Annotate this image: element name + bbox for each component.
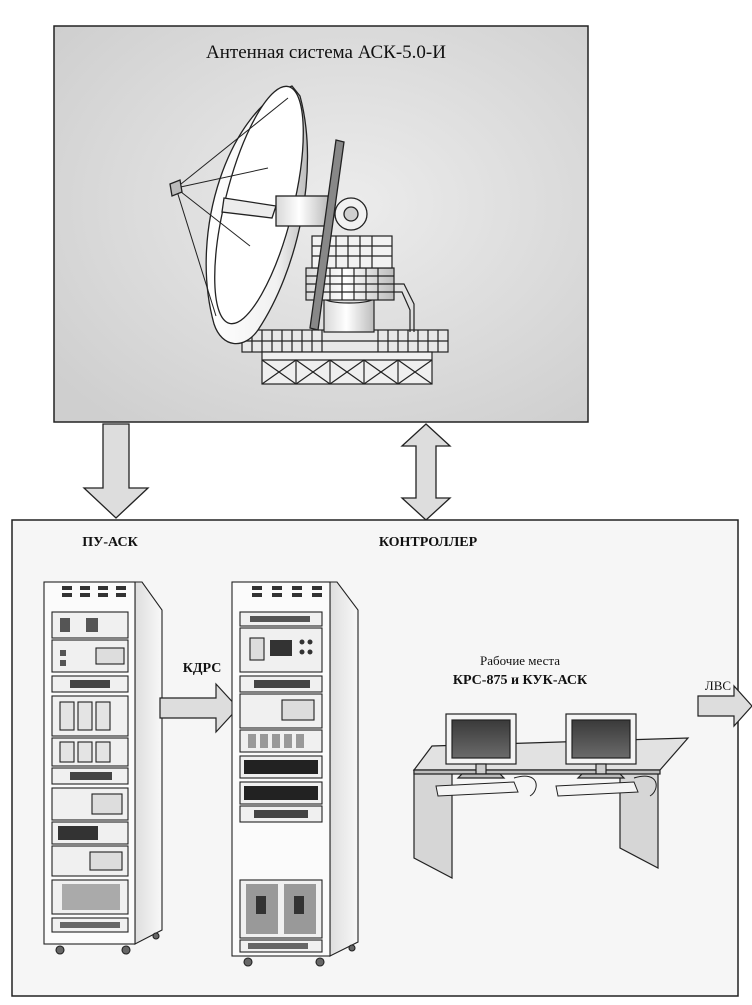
antenna-dish [169, 85, 368, 345]
kdrs-label: КДРС [183, 661, 222, 676]
monitor-left [445, 713, 517, 779]
antenna-panel-title: Антенная система АСК-5.0-И [206, 42, 446, 63]
keyboard-left [435, 775, 537, 797]
monitor-right [565, 713, 637, 779]
pu-ask-down-arrow [82, 423, 150, 519]
antenna-panel: Антенная система АСК-5.0-И [53, 25, 589, 423]
lan-label: ЛВС [705, 678, 731, 693]
controller-bidirectional-arrow [400, 423, 452, 521]
controller-rack [231, 581, 359, 967]
pu-ask-label: ПУ-АСК [82, 535, 138, 550]
station-panel: ПУ-АСК КОНТРОЛЛЕР [11, 519, 752, 997]
controller-label: КОНТРОЛЛЕР [379, 535, 478, 550]
antenna-platform [241, 329, 449, 385]
pu-ask-rack [43, 581, 163, 955]
keyboard-right [555, 775, 657, 797]
workplaces-label-line1: Рабочие места [480, 653, 560, 668]
lan-arrow [697, 684, 752, 728]
kdrs-arrow [159, 682, 239, 734]
workplaces-label-line2: КРС-875 и КУК-АСК [453, 673, 588, 688]
